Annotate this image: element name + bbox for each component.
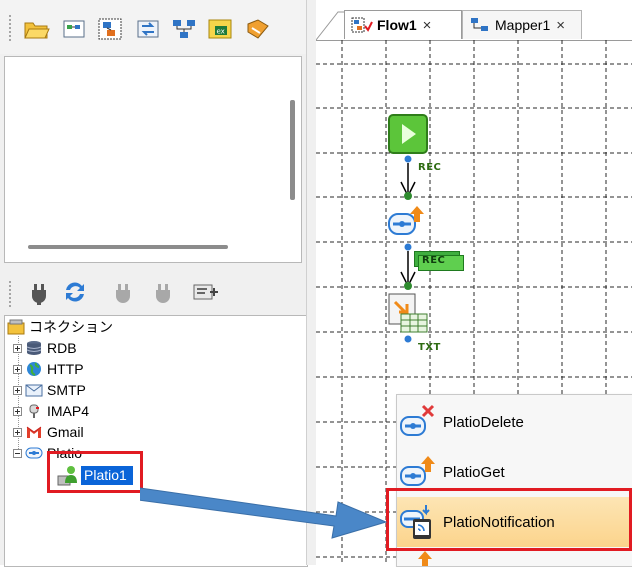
tree-item-label: RDB [47, 340, 77, 356]
tree-item-rdb[interactable]: RDB [13, 338, 77, 358]
truncated-header: ~~~~~~~~~~~ [19, 56, 101, 63]
tree-root[interactable]: コネクション [7, 317, 113, 337]
excel-export-icon[interactable]: ex [206, 16, 234, 42]
refresh-icon[interactable] [60, 278, 90, 306]
csv-write-icon[interactable] [387, 292, 429, 334]
expand-toggle[interactable] [13, 427, 22, 437]
gmail-icon [25, 424, 43, 440]
flow-icon[interactable] [96, 16, 124, 42]
folder-open-icon[interactable] [22, 16, 50, 42]
tree-item-gmail[interactable]: Gmail [13, 422, 84, 442]
flow-link [400, 154, 416, 200]
plug-connect-icon[interactable] [24, 278, 54, 306]
mail-icon [25, 382, 43, 398]
tree-item-label: SMTP [47, 382, 86, 398]
expand-toggle[interactable] [13, 364, 22, 374]
connection-user-icon [57, 464, 79, 486]
mapper-tab-icon [471, 18, 488, 31]
plug-disabled-icon [108, 278, 138, 306]
tree-root-label: コネクション [29, 319, 113, 335]
platio-get-icon[interactable] [387, 202, 427, 242]
tab-label: Flow1 [377, 17, 417, 33]
vertical-scrollbar[interactable] [290, 100, 295, 200]
start-icon[interactable] [388, 114, 428, 154]
tree-item-http[interactable]: HTTP [13, 359, 84, 379]
collapse-toggle[interactable] [13, 448, 22, 458]
flow-link [400, 242, 416, 290]
horizontal-scrollbar[interactable] [28, 245, 228, 249]
globe-icon [25, 361, 43, 377]
menu-item-platio-notification[interactable]: PlatioNotification [397, 497, 632, 547]
tree-item-smtp[interactable]: SMTP [13, 380, 86, 400]
link-label: REC [418, 162, 442, 173]
expand-toggle[interactable] [13, 385, 22, 395]
toolbar-grip[interactable] [8, 14, 12, 42]
expand-toggle[interactable] [13, 343, 22, 353]
toolbar-grip[interactable] [8, 280, 12, 308]
platio-notification-icon [399, 503, 437, 541]
flow-tab-icon [351, 17, 373, 33]
plug-disabled-icon [148, 278, 178, 306]
rec-badge [418, 255, 464, 271]
tab-strip-edge [316, 11, 346, 40]
link-label: REC [422, 255, 446, 266]
menu-label: PlatioNotification [443, 513, 555, 531]
platio-get-icon [399, 453, 437, 491]
repository-panel[interactable]: ~~~~~~~~~~~ [4, 56, 302, 263]
close-icon[interactable]: × [422, 16, 432, 34]
svg-text:ex: ex [217, 28, 225, 36]
connection-tree[interactable]: コネクション RDB HTTP SMTP IMAP4 Gmail [4, 315, 308, 567]
close-icon[interactable]: × [556, 16, 566, 34]
network-icon[interactable] [170, 16, 198, 42]
swap-icon[interactable] [134, 16, 162, 42]
tree-guide-line [18, 336, 19, 457]
menu-label: PlatioDelete [443, 413, 524, 431]
highlight-box-notification [386, 488, 632, 551]
tab-label: Mapper1 [495, 17, 551, 33]
highlight-box-platio1 [47, 451, 143, 493]
tree-item-label: IMAP4 [47, 403, 90, 419]
platio-delete-icon [399, 403, 437, 441]
mailbox-icon [25, 403, 43, 419]
menu-item-partial [407, 551, 443, 566]
tab-mapper1[interactable]: Mapper1 × [462, 10, 582, 39]
tree-item-platio1[interactable]: Platio1 [81, 466, 133, 485]
callout-arrow [140, 487, 388, 539]
menu-label: PlatioGet [443, 463, 505, 481]
properties-icon[interactable] [190, 278, 220, 306]
tree-item-label: Gmail [47, 424, 84, 440]
platio-icon [25, 445, 43, 461]
link-label: TXT [418, 342, 441, 353]
tree-item-label: HTTP [47, 361, 84, 377]
expand-toggle[interactable] [13, 406, 22, 416]
connection-toolbar [0, 270, 312, 314]
connection-folder-icon [7, 319, 25, 335]
pane-splitter[interactable] [306, 0, 317, 565]
main-toolbar: ex [0, 0, 312, 54]
menu-item-platio-delete[interactable]: PlatioDelete [397, 397, 632, 447]
tab-flow1[interactable]: Flow1 × [344, 10, 462, 39]
database-icon [25, 340, 43, 356]
flow-port-icon [403, 334, 413, 344]
tree-item-imap4[interactable]: IMAP4 [13, 401, 89, 421]
tools-icon[interactable] [244, 16, 272, 42]
mapper-icon[interactable] [60, 16, 88, 42]
context-menu: PlatioDelete PlatioGet PlatioNotificatio… [396, 394, 632, 567]
menu-item-platio-get[interactable]: PlatioGet [397, 447, 632, 497]
